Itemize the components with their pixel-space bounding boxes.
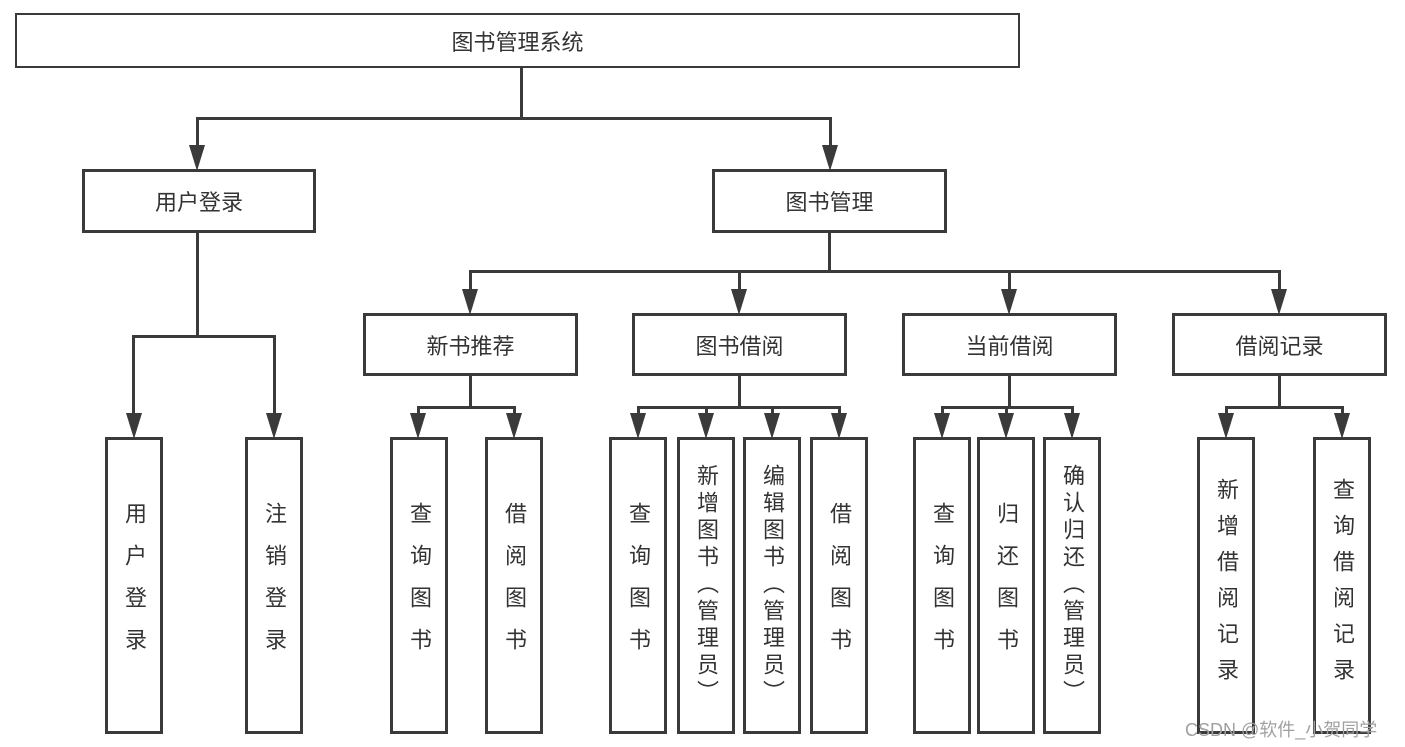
node-label: 确认归还（管理员） [1060,464,1085,707]
arrow-down-icon [822,145,838,171]
arrow-down-icon [998,413,1014,439]
leaf-user-login: 用户登录 [105,437,163,734]
node-label: 借阅图书 [827,501,852,670]
connector-line [942,406,1074,409]
connector-line [132,335,135,417]
connector-line [1278,376,1281,409]
leaf-edit-book-admin: 编辑图书（管理员） [743,437,801,734]
leaf-query-books-recommend: 查询图书 [390,437,448,734]
connector-line [470,270,1281,273]
arrow-down-icon [462,289,478,315]
node-label: 新增借阅记录 [1214,477,1239,694]
leaf-query-books-borrow: 查询图书 [609,437,667,734]
connector-line [1225,406,1228,418]
node-label: 用户登录 [122,501,147,670]
arrow-down-icon [731,289,747,315]
connector-line [196,233,199,338]
connector-line [829,117,832,149]
connector-line [273,335,276,417]
arrow-down-icon [189,145,205,171]
connector-line [1226,406,1344,409]
connector-line [771,406,774,418]
arrow-down-icon [831,413,847,439]
connector-line [418,406,516,409]
node-label: 新书推荐 [426,333,515,359]
leaf-logout: 注销登录 [245,437,303,734]
node-label: 查询借阅记录 [1330,477,1355,694]
arrow-down-icon [126,413,142,439]
arrow-down-icon [764,413,780,439]
leaf-confirm-return-admin: 确认归还（管理员） [1043,437,1101,734]
node-label: 借阅图书 [502,501,527,670]
node-label: 查询图书 [407,501,432,670]
connector-line [196,117,199,149]
arrow-down-icon [266,413,282,439]
connector-line [1278,270,1281,292]
node-current-borrowing: 当前借阅 [902,313,1117,376]
arrow-down-icon [934,413,950,439]
leaf-return-book: 归还图书 [977,437,1035,734]
node-library-management-system: 图书管理系统 [15,13,1020,68]
node-label: 查询图书 [626,501,651,670]
node-book-management: 图书管理 [712,169,947,233]
node-label: 查询图书 [930,501,955,670]
connector-line [469,376,472,409]
node-label: 图书管理 [785,190,874,215]
leaf-borrow-books-borrow: 借阅图书 [810,437,868,734]
node-label: 图书借阅 [695,333,784,359]
arrow-down-icon [630,413,646,439]
arrow-down-icon [1064,413,1080,439]
connector-line [941,406,944,418]
node-label: 新增图书（管理员） [694,464,719,707]
csdn-watermark: CSDN @软件_小贺同学 [1185,720,1378,740]
connector-line [637,406,640,418]
arrow-down-icon [1001,289,1017,315]
node-book-borrowing: 图书借阅 [632,313,847,376]
node-label: 用户登录 [154,190,243,215]
leaf-add-book-admin: 新增图书（管理员） [677,437,735,734]
connector-line [513,406,516,418]
leaf-borrow-books-recommend: 借阅图书 [485,437,543,734]
leaf-add-borrow-record: 新增借阅记录 [1197,437,1255,734]
leaf-query-borrow-record: 查询借阅记录 [1313,437,1371,734]
connector-line [197,117,832,120]
connector-line [1071,406,1074,418]
node-borrowing-records: 借阅记录 [1172,313,1387,376]
node-new-book-recommend: 新书推荐 [363,313,578,376]
arrow-down-icon [506,413,522,439]
node-label: 编辑图书（管理员） [760,464,785,707]
connector-line [1008,270,1011,292]
connector-line [1341,406,1344,418]
node-user-login: 用户登录 [82,169,316,233]
node-label: 注销登录 [262,501,287,670]
connector-line [417,406,420,418]
connector-line [1008,376,1011,409]
connector-line [638,406,841,409]
connector-line [133,335,275,338]
connector-line [838,406,841,418]
connector-line [705,406,708,418]
node-label: 借阅记录 [1235,333,1324,359]
connector-line [520,68,523,120]
node-label: 图书管理系统 [451,29,584,55]
connector-line [469,270,472,292]
leaf-query-books-current: 查询图书 [913,437,971,734]
connector-line [738,270,741,292]
arrow-down-icon [410,413,426,439]
arrow-down-icon [1218,413,1234,439]
connector-line [1005,406,1008,418]
node-label: 归还图书 [994,501,1019,670]
connector-line [738,376,741,409]
arrow-down-icon [1271,289,1287,315]
node-label: 当前借阅 [965,333,1054,359]
arrow-down-icon [1334,413,1350,439]
arrow-down-icon [698,413,714,439]
connector-line [828,233,831,273]
